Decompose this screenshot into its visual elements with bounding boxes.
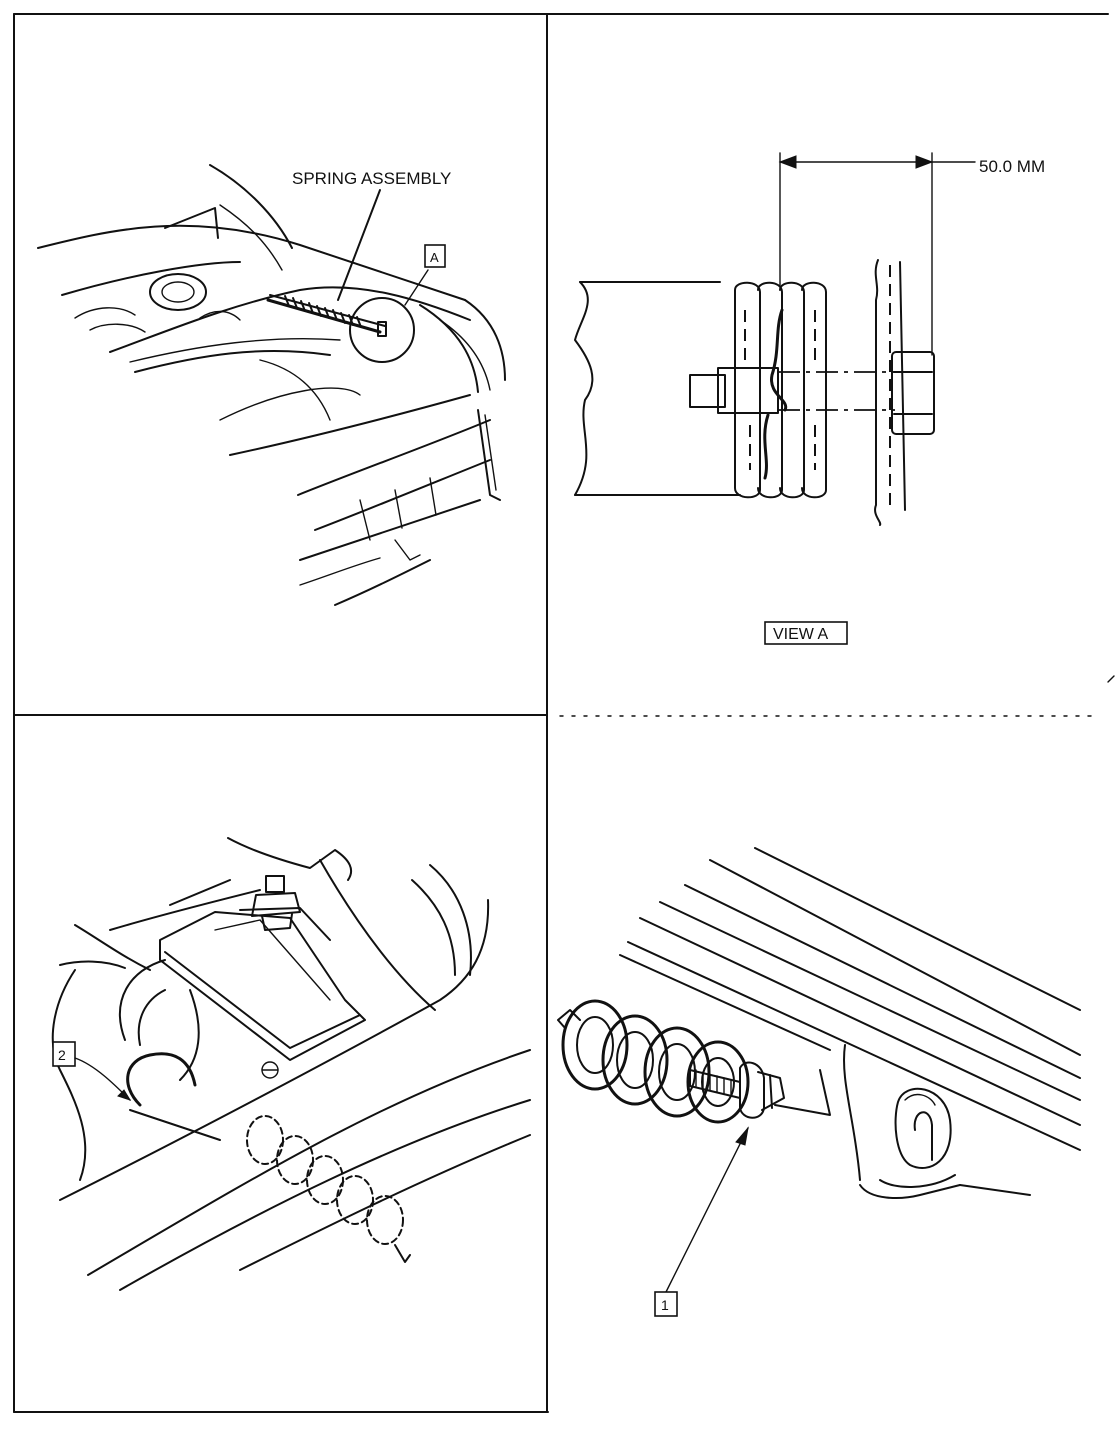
view-a-caption-box xyxy=(764,621,848,645)
view-tag-a: A xyxy=(430,250,439,265)
panel-hood-spring-assembly: SPRING ASSEMBLY A xyxy=(37,164,506,606)
dimension-label: 50.0 MM xyxy=(979,157,1045,176)
spring-assembly-label: SPRING ASSEMBLY xyxy=(292,169,451,188)
retaining-bolt xyxy=(689,1061,785,1119)
spring-assembly-coils xyxy=(557,999,750,1124)
item-tag-box-1 xyxy=(654,1291,678,1317)
panel-spring-bolt: 1 xyxy=(557,847,1081,1317)
panel-latch-hook: 2 xyxy=(51,837,531,1291)
spring-assembly-leader xyxy=(337,189,381,301)
detail-circle-a xyxy=(349,297,415,363)
item-tag-1: 1 xyxy=(661,1297,669,1313)
panel-view-a-detail: 50.0 MM VIEW A xyxy=(574,152,1045,645)
margin-mark xyxy=(1107,675,1115,683)
item-tag-2: 2 xyxy=(58,1047,66,1063)
view-tag-box-a xyxy=(424,244,446,268)
panel-frame xyxy=(13,13,1109,1413)
item-tag-box-2 xyxy=(52,1041,76,1067)
view-a-caption: VIEW A xyxy=(773,626,828,643)
latch-spring-coils xyxy=(246,1115,411,1263)
